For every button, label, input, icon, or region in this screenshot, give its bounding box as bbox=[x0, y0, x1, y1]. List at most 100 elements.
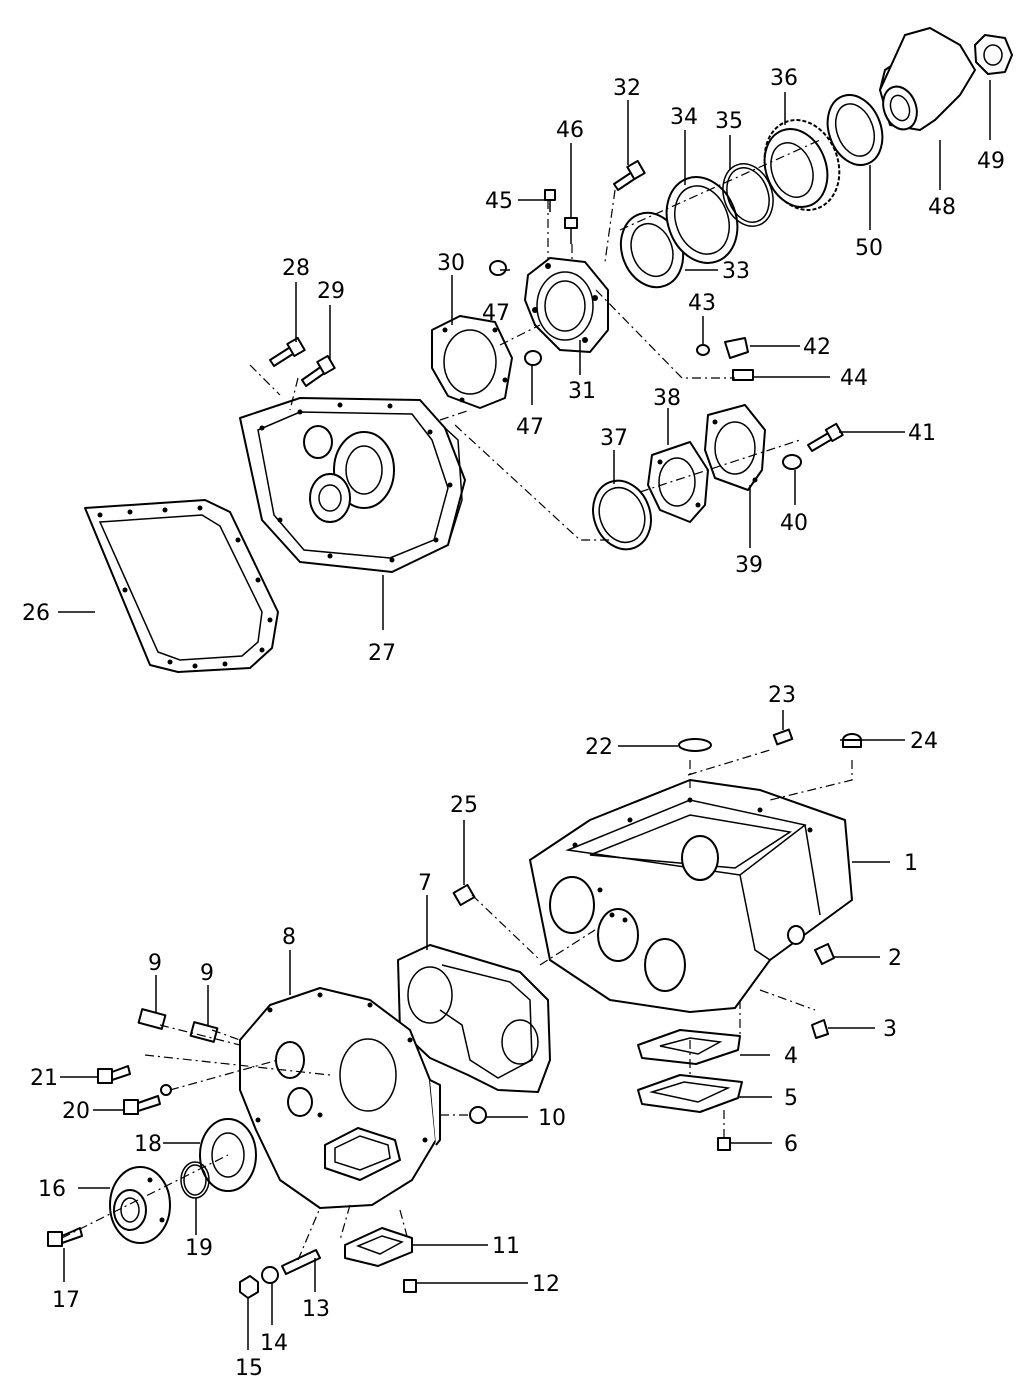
part-36-gear bbox=[763, 119, 841, 211]
part-50-seal bbox=[826, 94, 884, 166]
callout-31: 31 bbox=[568, 379, 596, 404]
part-28-bolt bbox=[269, 336, 306, 367]
part-4-cover bbox=[637, 1029, 741, 1065]
callout-35: 35 bbox=[715, 109, 743, 134]
callout-15: 15 bbox=[235, 1356, 263, 1381]
callout-8: 8 bbox=[282, 925, 296, 950]
part-31-bearing-housing bbox=[524, 257, 609, 353]
callout-47-top: 47 bbox=[482, 301, 510, 326]
callout-44: 44 bbox=[840, 366, 868, 391]
part-9b-bushing bbox=[189, 1021, 219, 1043]
part-43-washer bbox=[696, 344, 710, 356]
callout-2: 2 bbox=[888, 946, 902, 971]
callout-20: 20 bbox=[62, 1099, 90, 1124]
part-46-screw bbox=[564, 217, 578, 244]
part-15-nut bbox=[239, 1275, 259, 1299]
part-8-bell-housing bbox=[239, 987, 441, 1209]
callout-26: 26 bbox=[22, 601, 50, 626]
callout-33: 33 bbox=[722, 259, 750, 284]
callout-5: 5 bbox=[784, 1086, 798, 1111]
part-6-screw bbox=[717, 1137, 731, 1151]
callout-18: 18 bbox=[134, 1132, 162, 1157]
lower-alignment-lines bbox=[61, 749, 853, 1261]
part-39-flange bbox=[704, 404, 766, 491]
part-48-yoke bbox=[879, 27, 976, 131]
part-29-bolt bbox=[301, 354, 336, 387]
part-34-ring bbox=[665, 176, 739, 264]
part-27-housing bbox=[239, 397, 466, 573]
part-37-seal-ring bbox=[592, 479, 652, 551]
part-35-o-ring bbox=[722, 163, 774, 227]
part-5-gasket bbox=[637, 1074, 743, 1113]
callout-1: 1 bbox=[904, 851, 918, 876]
callout-11: 11 bbox=[492, 1234, 520, 1259]
callout-29: 29 bbox=[317, 279, 345, 304]
part-33-seal bbox=[619, 211, 685, 289]
callout-9-left: 9 bbox=[148, 951, 162, 976]
callout-40: 40 bbox=[780, 511, 808, 536]
callout-10: 10 bbox=[538, 1106, 566, 1131]
callout-49: 49 bbox=[977, 149, 1005, 174]
part-25-pin bbox=[452, 883, 476, 907]
callout-22: 22 bbox=[585, 735, 613, 760]
callout-46: 46 bbox=[556, 118, 584, 143]
callout-37: 37 bbox=[600, 426, 628, 451]
callout-16: 16 bbox=[38, 1177, 66, 1202]
callout-24: 24 bbox=[910, 729, 938, 754]
callout-32: 32 bbox=[613, 76, 641, 101]
callout-13: 13 bbox=[302, 1297, 330, 1322]
callout-38: 38 bbox=[653, 386, 681, 411]
part-20-bolt bbox=[123, 1095, 161, 1115]
callout-28: 28 bbox=[282, 256, 310, 281]
callout-21: 21 bbox=[30, 1066, 58, 1091]
callout-50: 50 bbox=[855, 236, 883, 261]
callout-3: 3 bbox=[883, 1017, 897, 1042]
part-21-bolt bbox=[97, 1065, 131, 1084]
washer-icon bbox=[160, 1084, 172, 1096]
callout-27: 27 bbox=[368, 641, 396, 666]
part-22-cap bbox=[678, 738, 712, 752]
callout-42: 42 bbox=[803, 335, 831, 360]
callout-48: 48 bbox=[928, 195, 956, 220]
upper-alignment-lines bbox=[249, 139, 821, 541]
callout-6: 6 bbox=[784, 1132, 798, 1157]
part-11-cover bbox=[344, 1227, 413, 1267]
callout-labels: 28 29 30 31 32 33 34 35 36 37 38 39 40 4… bbox=[22, 66, 1005, 1381]
part-47a-plug bbox=[489, 260, 507, 276]
part-44-plug bbox=[732, 369, 754, 381]
part-42-sensor bbox=[724, 337, 749, 359]
part-1-main-housing bbox=[529, 779, 853, 1013]
part-3-plug bbox=[811, 1019, 829, 1039]
callout-14: 14 bbox=[260, 1331, 288, 1356]
part-30-gasket bbox=[431, 315, 513, 409]
callout-9-right: 9 bbox=[200, 961, 214, 986]
part-19-o-ring bbox=[180, 1161, 210, 1199]
part-32-bolt bbox=[613, 159, 646, 191]
callout-19: 19 bbox=[185, 1236, 213, 1261]
part-49-nut bbox=[974, 34, 1013, 75]
callout-30: 30 bbox=[437, 251, 465, 276]
part-41-bolt bbox=[807, 422, 844, 452]
part-17-bolt bbox=[47, 1227, 83, 1247]
callout-43: 43 bbox=[688, 291, 716, 316]
leader-lines bbox=[58, 80, 991, 1350]
callout-17: 17 bbox=[52, 1288, 80, 1313]
part-2-plug bbox=[814, 943, 835, 965]
callout-23: 23 bbox=[768, 683, 796, 708]
callout-39: 39 bbox=[735, 553, 763, 578]
callout-25: 25 bbox=[450, 793, 478, 818]
part-9a-bushing bbox=[137, 1008, 167, 1030]
part-45-screw bbox=[544, 189, 556, 212]
part-47b-plug bbox=[524, 350, 542, 366]
part-16-flange bbox=[109, 1166, 171, 1244]
part-12-screw bbox=[403, 1279, 417, 1293]
part-38-flange bbox=[647, 441, 709, 523]
part-40-washer bbox=[782, 454, 802, 470]
callout-12: 12 bbox=[532, 1272, 560, 1297]
part-7-gasket bbox=[397, 944, 551, 1093]
callout-34: 34 bbox=[670, 105, 698, 130]
part-10-bushing bbox=[469, 1106, 487, 1124]
callout-41: 41 bbox=[908, 421, 936, 446]
part-14-washer bbox=[261, 1266, 279, 1284]
